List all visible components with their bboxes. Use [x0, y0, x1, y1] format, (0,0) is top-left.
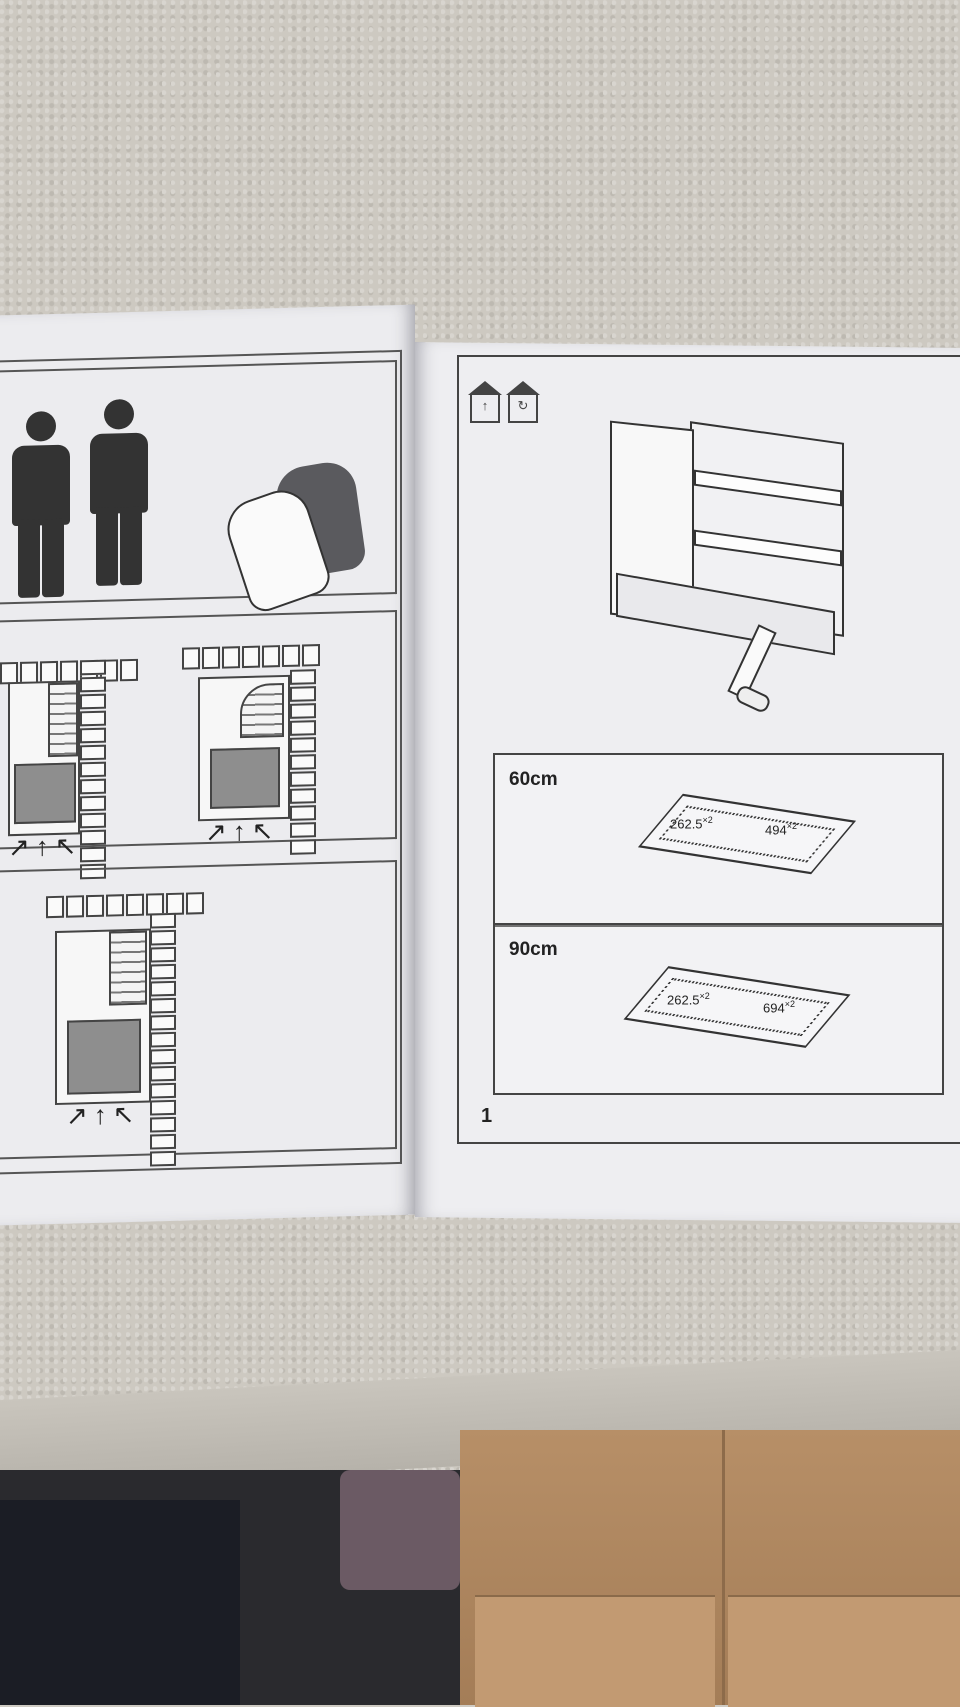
house-rotate-icon: ↻ — [506, 381, 540, 423]
person-icon — [88, 398, 150, 586]
panel-plate — [637, 793, 857, 875]
stairs — [109, 930, 147, 1006]
house-arrow-icon: ↑ — [468, 381, 502, 423]
wall-cabinet-illustration — [610, 410, 844, 656]
panel-plate — [623, 966, 851, 1048]
cardboard-flap-left — [475, 1595, 715, 1707]
room-outline — [198, 674, 290, 822]
variant-label: 90cm — [509, 939, 558, 960]
step-number: 1 — [481, 1105, 493, 1127]
cardboard-flap-right — [728, 1595, 960, 1707]
room-outline — [55, 928, 151, 1105]
dimension-b: 494×2 — [765, 821, 797, 838]
dimension-a: 262.5×2 — [667, 991, 710, 1008]
entry-arrows: ↗↑↖ — [66, 1098, 141, 1131]
variant-label: 60cm — [509, 769, 558, 790]
wall-bricks — [46, 892, 204, 919]
entry-arrows: ↗↑↖ — [205, 815, 280, 848]
floor-cloth — [0, 1500, 240, 1705]
variant-60cm: 60cm 262.5×2 494×2 — [493, 753, 944, 927]
furniture-block — [210, 747, 280, 809]
wall-bricks — [150, 912, 176, 1167]
wall-bricks — [290, 669, 316, 855]
wall-bricks — [80, 659, 106, 880]
stairs — [48, 682, 78, 758]
furniture-block — [14, 762, 76, 825]
cardboard-seam — [722, 1430, 725, 1705]
dimension-a: 262.5×2 — [670, 815, 713, 832]
curved-stairs — [240, 682, 284, 739]
furniture-block — [67, 1018, 141, 1095]
step-frame — [457, 355, 960, 1144]
person-icon — [10, 410, 72, 598]
panel-room-entry: ↗↑↖ ↗↑↖ — [0, 610, 397, 880]
left-page: ↗↑↖ ↗↑↖ ↗↑↖ — [0, 304, 415, 1226]
entry-arrows: ↗↑↖ — [8, 830, 83, 863]
wall-bricks — [182, 644, 320, 670]
room-outline — [8, 680, 80, 837]
panel-room-entry-straight: ↗↑↖ — [0, 860, 397, 1167]
panel-two-person-lift — [0, 360, 397, 617]
variant-90cm: 90cm 262.5×2 694×2 — [493, 923, 944, 1095]
dimension-b: 694×2 — [763, 999, 795, 1016]
cardboard-box — [460, 1430, 960, 1707]
corner-icons: ↑ ↻ — [468, 381, 540, 423]
floor-slipper — [340, 1470, 460, 1590]
